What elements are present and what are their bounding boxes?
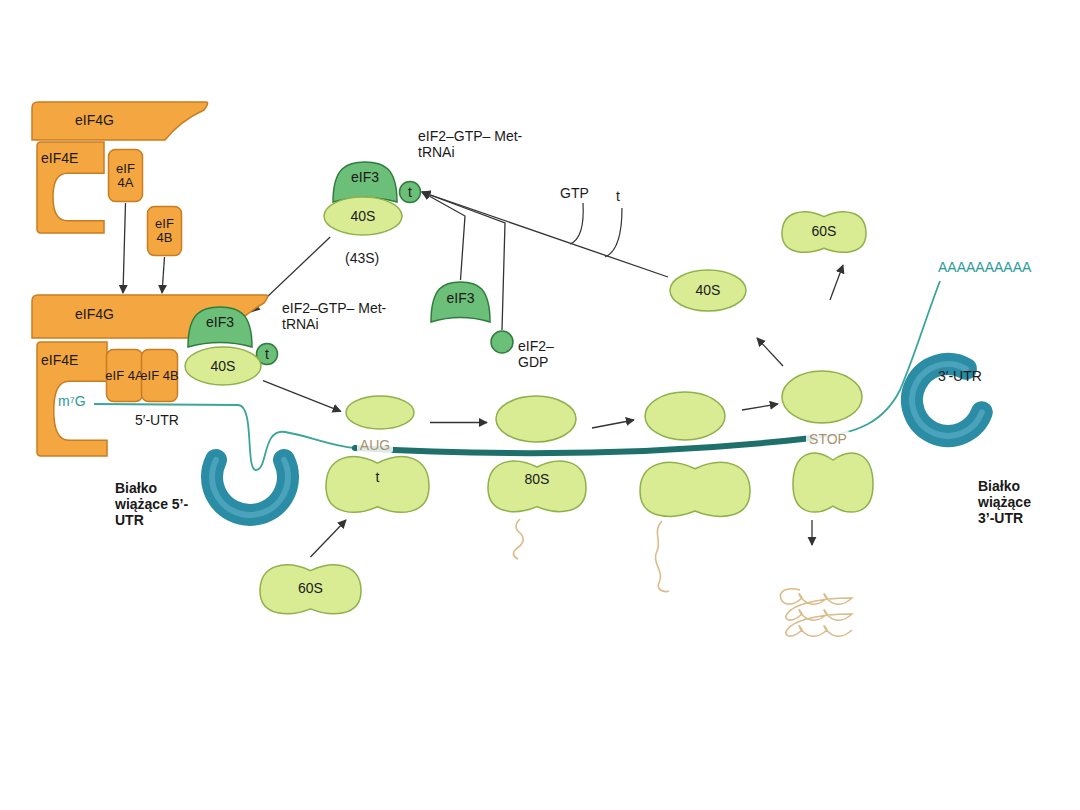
subunit-shape — [260, 565, 361, 614]
node-label: eIF 4A — [107, 162, 144, 189]
node-label: 40S — [211, 359, 236, 374]
process-arrow — [830, 265, 843, 300]
node-label: 40S — [351, 209, 376, 224]
ribosome-subunit — [782, 371, 862, 423]
branch-line — [570, 203, 583, 244]
node-label: t — [408, 185, 412, 200]
protein-complex: eIF4G — [30, 100, 210, 142]
factor-shape — [400, 182, 421, 203]
protein-box: eIF 4A — [107, 148, 144, 203]
factor-shape — [491, 331, 513, 353]
branch-line — [605, 208, 622, 257]
node-label: 40S — [696, 283, 721, 298]
initiation-factor: eIF3 — [428, 280, 493, 325]
node-label: Białko wiążące 3’-UTR — [978, 478, 1050, 526]
protein-box: eIF 4A — [105, 348, 144, 403]
ribosome-subunit: 60S — [780, 205, 868, 257]
process-arrow — [263, 381, 341, 412]
cap-label: m⁷G — [58, 393, 92, 409]
node-label: eIF 4A — [105, 369, 143, 383]
molecule-label: GTP — [560, 185, 600, 201]
process-arrow — [430, 422, 487, 423]
mrna-coding — [355, 438, 812, 453]
molecule-label: t — [616, 188, 630, 204]
polypeptide — [780, 589, 852, 636]
polypeptide — [655, 521, 669, 592]
node-label: eIF 4B — [140, 369, 178, 383]
node-label: Białko wiążące 5’-UTR — [115, 480, 193, 528]
protein-shape — [37, 142, 104, 233]
ribosome-subunit — [793, 453, 873, 512]
ribosome-subunit: 40S — [322, 195, 404, 237]
ribosome: t — [325, 395, 430, 520]
node-label: 80S — [487, 471, 587, 487]
node-label: eIF 4B — [146, 217, 183, 244]
node-label: 60S — [298, 581, 323, 596]
subunit-shape — [782, 212, 866, 252]
ribosome-subunit — [645, 392, 725, 440]
protein-shape — [37, 342, 107, 456]
node-label: eIF2– GDP — [518, 338, 570, 370]
node-outline — [30, 100, 210, 142]
ribosome-subunit — [640, 463, 750, 517]
process-arrow — [422, 192, 668, 277]
protein-shape — [212, 460, 288, 515]
factor-label: eIF2–GTP– Met-tRNAi — [282, 300, 387, 332]
protein-box: eIF 4B — [146, 205, 183, 257]
node-outline — [487, 395, 587, 520]
protein-shape — [32, 102, 208, 140]
factor-circle: eIF2– GDP — [490, 320, 570, 375]
ribosome: 80S — [487, 395, 587, 520]
node-label: t — [325, 469, 430, 485]
process-arrow — [123, 203, 126, 293]
subunit-shape — [496, 396, 576, 442]
subunit-shape — [324, 197, 402, 235]
protein-box: eIF 4B — [140, 348, 179, 403]
subunit-shape — [488, 461, 586, 511]
region-label: 5′-UTR — [135, 412, 197, 428]
codon-label: AUG — [357, 437, 393, 453]
node-label: eIF3 — [428, 290, 493, 306]
node-outline — [325, 395, 430, 520]
factor-label: eIF2–GTP– Met-tRNAi — [418, 128, 523, 160]
subunit-shape — [326, 457, 429, 512]
ribosome-subunit: 40S — [183, 345, 263, 387]
node-label: eIF4G — [75, 112, 145, 128]
polypeptide — [513, 519, 523, 559]
node-label: eIF4E — [41, 352, 101, 368]
process-arrow — [811, 520, 812, 545]
subunit-shape — [185, 347, 261, 385]
complex-label: (43S) — [345, 250, 395, 266]
protein-complex: eIF4E — [35, 140, 107, 235]
node-label: eIF3 — [185, 314, 255, 330]
ribosome-subunit: 60S — [258, 557, 363, 619]
process-arrow — [757, 338, 783, 366]
region-label: 3′-UTR — [938, 368, 998, 384]
process-arrow — [311, 520, 347, 557]
ribosome-subunit: 40S — [668, 268, 748, 313]
process-arrow — [592, 420, 634, 428]
trna-circle: t — [398, 180, 422, 204]
process-arrow — [422, 192, 505, 330]
protein-shape — [212, 460, 288, 515]
node-label: eIF4E — [41, 150, 101, 166]
initiation-factor: eIF3 — [185, 305, 255, 350]
node-label: eIF4G — [75, 306, 145, 322]
node-label: t — [265, 347, 269, 362]
node-label: eIF3 — [330, 169, 400, 185]
node-label: 60S — [812, 224, 837, 239]
codon-label: STOP — [806, 431, 850, 447]
subunit-shape — [670, 270, 746, 311]
subunit-shape — [346, 396, 414, 429]
polya-label: AAAAAAAAAA — [938, 259, 1058, 275]
process-arrow — [742, 404, 778, 410]
process-arrow — [162, 257, 165, 293]
binding-protein: Białko wiążące 5’-UTR — [115, 428, 300, 534]
